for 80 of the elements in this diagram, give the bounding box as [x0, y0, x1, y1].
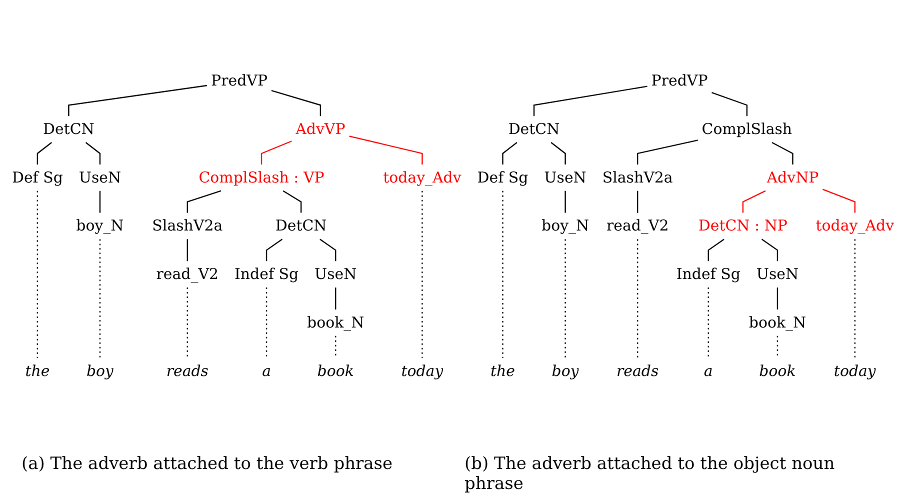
connector — [636, 140, 698, 164]
connector — [85, 142, 101, 164]
connector — [349, 136, 423, 164]
node-text: book — [759, 362, 796, 380]
node-text: ComplSlash : VP — [198, 168, 324, 186]
connector — [186, 239, 188, 262]
node-text: PredVP — [651, 72, 708, 90]
node-text: a — [262, 362, 271, 380]
connector — [742, 190, 766, 213]
connector — [68, 84, 208, 116]
node-text: today — [401, 362, 444, 380]
figure-caption: (a) The adverb attached to the verb phrase — [22, 454, 394, 476]
connector — [422, 190, 423, 358]
node-text: the — [490, 362, 515, 380]
node-text: UseN — [756, 265, 799, 284]
connector — [335, 336, 336, 358]
node-text: SlashV2a — [602, 168, 673, 186]
figure-caption: (b) The adverb attached to the object noun phrase — [464, 454, 836, 494]
connector — [761, 238, 778, 262]
connector — [36, 142, 52, 164]
connector — [335, 288, 336, 310]
connector — [708, 238, 724, 262]
connector — [36, 190, 38, 358]
connector — [776, 336, 778, 358]
connector — [822, 188, 856, 213]
node-text: DetCN : NP — [698, 216, 788, 235]
node-text: Indef Sg — [676, 265, 740, 284]
connector — [271, 90, 322, 116]
node-text: AdvVP — [296, 120, 346, 138]
node-text: boy_N — [76, 216, 124, 235]
connector — [636, 239, 638, 358]
connector — [712, 92, 748, 116]
node-text: read_V2 — [156, 265, 219, 284]
node-text: Indef Sg — [234, 265, 299, 284]
connector — [564, 190, 566, 213]
node-text: UseN — [314, 265, 357, 284]
connector — [550, 142, 566, 164]
node-text: DetCN — [43, 120, 94, 138]
connector — [266, 288, 268, 358]
node-text: UseN — [544, 168, 586, 186]
connector — [533, 86, 648, 116]
connector — [99, 239, 101, 358]
connector — [854, 239, 856, 358]
node-text: Def Sg — [477, 168, 528, 186]
connector — [186, 288, 188, 358]
node-text: today — [834, 362, 876, 380]
node-text: reads — [166, 362, 208, 380]
node-text: reads — [616, 362, 659, 380]
connector — [564, 239, 566, 358]
node-text: DetCN — [508, 120, 560, 138]
node-text: PredVP — [211, 72, 268, 90]
node-text: book_N — [748, 313, 806, 332]
connector — [502, 190, 504, 358]
connector — [708, 288, 709, 358]
node-text: the — [25, 362, 50, 380]
node-text: DetCN — [275, 216, 327, 235]
connector — [186, 190, 222, 213]
node-text: book — [317, 362, 354, 380]
node-text: today_Adv — [383, 168, 462, 186]
node-text: a — [704, 362, 713, 380]
connector — [260, 140, 292, 164]
node-text: Def Sg — [12, 168, 63, 186]
connector — [99, 190, 101, 213]
connector — [772, 142, 794, 164]
connector — [776, 288, 778, 310]
node-text: AdvNP — [766, 168, 819, 186]
connector — [266, 238, 283, 262]
node-text: read_V2 — [606, 216, 669, 235]
node-text: today_Adv — [816, 216, 894, 235]
node-text: boy_N — [541, 216, 590, 235]
node-text: boy — [552, 362, 579, 380]
node-text: boy — [86, 362, 114, 380]
node-text: UseN — [78, 168, 122, 186]
node-text: SlashV2a — [152, 216, 223, 235]
node-text: book_N — [307, 313, 364, 332]
node-text: ComplSlash — [702, 120, 792, 138]
connector — [320, 238, 336, 262]
connector — [502, 142, 518, 164]
connector — [282, 190, 302, 213]
connector — [636, 190, 638, 213]
